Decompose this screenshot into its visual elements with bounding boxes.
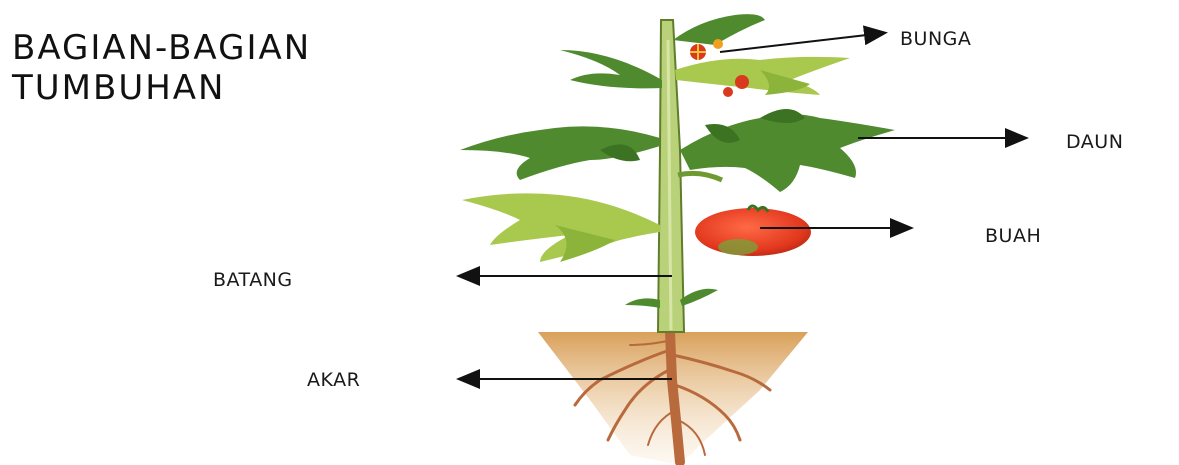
leaves-left — [460, 50, 662, 308]
label-daun: DAUN — [1066, 131, 1123, 153]
label-bunga: BUNGA — [900, 28, 971, 50]
label-buah: BUAH — [985, 225, 1041, 247]
leaves-right — [673, 14, 895, 306]
label-batang: BATANG — [213, 269, 293, 291]
label-akar: AKAR — [307, 369, 360, 391]
fruit — [695, 206, 811, 256]
arrow-bunga — [720, 33, 884, 52]
